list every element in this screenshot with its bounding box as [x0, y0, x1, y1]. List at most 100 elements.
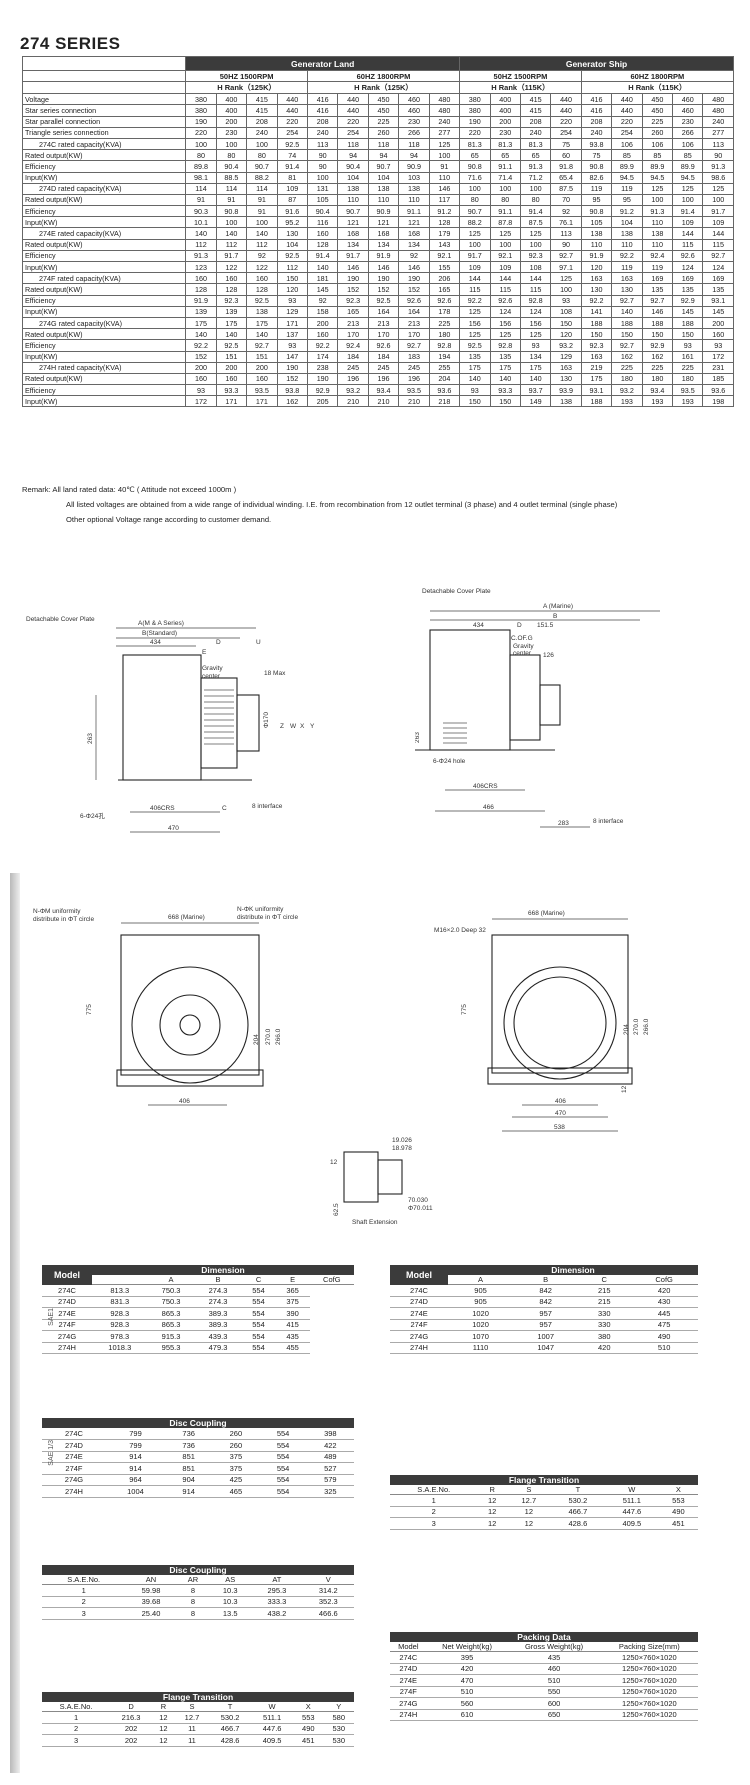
- column-header: A: [147, 1275, 195, 1285]
- spec-cell: 188: [672, 316, 704, 330]
- spec-cell: 92.7: [611, 339, 643, 352]
- spec-cell: 180: [611, 372, 643, 386]
- spec-cell: 80: [519, 193, 552, 207]
- spec-cell: 129: [276, 305, 308, 318]
- spec-cell: 88.2: [246, 171, 278, 184]
- land-dim-434: 434: [150, 639, 161, 646]
- spec-cell: 140: [215, 227, 248, 240]
- ship-60hz-rank: H Rank（115K）: [580, 81, 735, 95]
- spec-cell: 100: [672, 193, 704, 207]
- table-cell: 1: [390, 1494, 478, 1507]
- spec-cell: 160: [215, 372, 248, 386]
- spec-cell: 114: [185, 182, 217, 195]
- spec-cell: 92.2: [185, 339, 217, 352]
- ship-50hz-header: 50HZ 1500RPM: [459, 69, 582, 83]
- spec-cell: 146: [398, 260, 430, 274]
- table-cell: 530: [323, 1734, 354, 1747]
- spec-cell: 105: [306, 193, 339, 207]
- column-header: T: [209, 1702, 252, 1712]
- column-header: W: [251, 1702, 294, 1712]
- table-cell: 375: [275, 1296, 310, 1308]
- spec-cell: 415: [519, 93, 552, 106]
- table-cell: 1250×760×1020: [600, 1663, 698, 1675]
- spec-cell: 460: [672, 93, 704, 106]
- spec-row-label: Voltage: [21, 93, 187, 106]
- spec-cell: 158: [306, 305, 339, 318]
- front-dim-406-right: 406: [555, 1098, 566, 1105]
- spec-cell: 91.3: [641, 205, 674, 218]
- table-cell: 274E: [42, 1307, 92, 1320]
- table-cell: 799: [105, 1428, 166, 1440]
- spec-cell: 138: [611, 227, 643, 240]
- table-cell: 851: [165, 1462, 213, 1475]
- spec-row-label: Efficiency: [21, 160, 187, 173]
- spec-cell: 100: [489, 238, 521, 251]
- spec-cell: 125: [519, 328, 552, 341]
- spec-cell: 149: [519, 395, 552, 408]
- table-cell: 554: [259, 1439, 307, 1452]
- table-cell: 554: [241, 1284, 276, 1297]
- spec-cell: 113: [550, 227, 582, 240]
- spec-cell: 143: [428, 238, 461, 251]
- spec-cell: 180: [641, 372, 674, 386]
- table-cell: 865.3: [147, 1307, 195, 1320]
- table-cell: 274G: [390, 1697, 427, 1710]
- spec-cell: 106: [672, 137, 704, 151]
- spec-cell: 92.5: [276, 137, 308, 151]
- spec-row-label: Rated output(KW): [21, 372, 187, 386]
- table-cell: 1250×760×1020: [600, 1686, 698, 1698]
- table-cell: 274.3: [194, 1284, 242, 1297]
- spec-cell: 92.5: [276, 249, 308, 263]
- spec-cell: 100: [459, 182, 491, 195]
- spec-cell: 160: [246, 372, 278, 386]
- spec-cell: 91.9: [367, 249, 400, 263]
- spec-cell: 440: [611, 104, 643, 117]
- spec-cell: 100: [306, 171, 339, 184]
- spec-cell: 92.2: [306, 339, 339, 352]
- table-cell: 2: [42, 1723, 111, 1735]
- spec-cell: 480: [428, 93, 461, 106]
- spec-cell: 92.6: [367, 339, 400, 352]
- front-dim-266-left: 266.0: [275, 1028, 282, 1045]
- spec-cell: 93.4: [641, 384, 674, 397]
- spec-cell: 70: [550, 193, 582, 207]
- spec-cell: 160: [215, 272, 248, 285]
- spec-cell: 380: [185, 93, 217, 106]
- spec-cell: 174: [306, 350, 339, 363]
- spec-cell: 93.7: [519, 384, 552, 397]
- column-header: R: [477, 1485, 507, 1495]
- spec-cell: 125: [702, 182, 734, 195]
- spec-cell: 213: [367, 316, 400, 330]
- spec-cell: 92.7: [702, 249, 734, 263]
- table-cell: 12: [477, 1506, 507, 1518]
- table-cell: 650: [507, 1709, 601, 1721]
- column-header: C: [241, 1275, 276, 1285]
- spec-cell: 416: [580, 104, 613, 117]
- table-cell: 2: [42, 1596, 126, 1608]
- spec-cell: 91.2: [428, 205, 461, 218]
- spec-cell: 119: [580, 182, 613, 195]
- spec-cell: 90.7: [367, 160, 400, 173]
- spec-cell: 92.5: [215, 339, 248, 352]
- spec-cell: 92.6: [672, 249, 704, 263]
- spec-cell: 90: [550, 238, 582, 251]
- table-cell: 215: [578, 1296, 631, 1308]
- spec-row-label: Input(KW): [21, 395, 187, 408]
- spec-cell: 125: [489, 227, 521, 240]
- table-cell: 799: [105, 1439, 166, 1452]
- spec-cell: 184: [337, 350, 369, 363]
- table-cell: 314.2: [302, 1584, 354, 1597]
- spec-cell: 198: [702, 395, 734, 408]
- shaft-extension-drawing: 19.026 18.978 12 62.5 70.030 Φ70.011 Sha…: [330, 1137, 433, 1226]
- table-cell: 398: [306, 1428, 354, 1440]
- spec-cell: 440: [550, 104, 582, 117]
- spec-cell: 188: [641, 316, 674, 330]
